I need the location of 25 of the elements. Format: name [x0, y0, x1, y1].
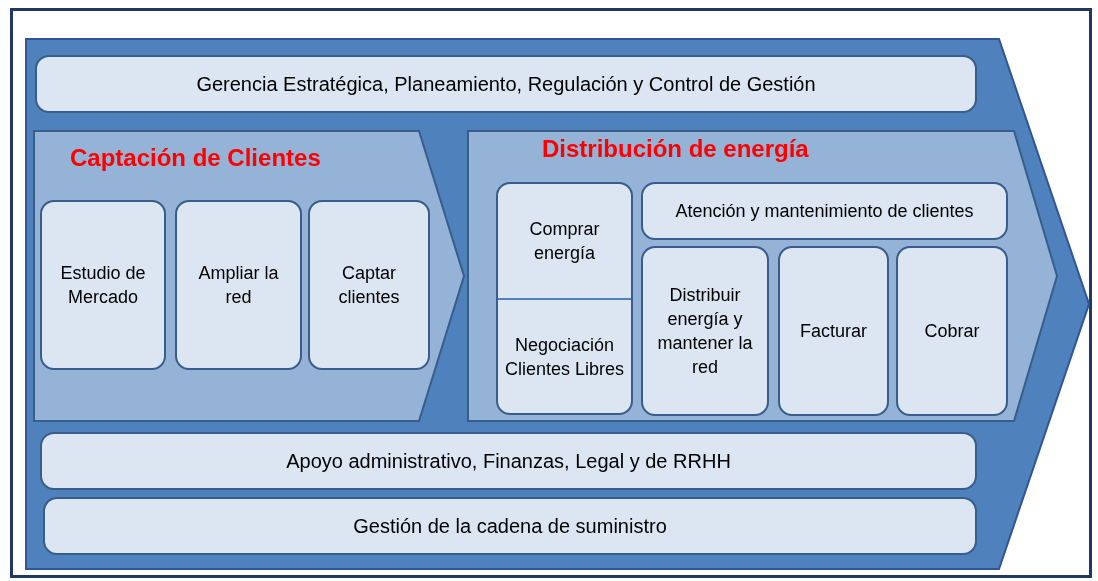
box-label: Captar clientes: [337, 262, 401, 309]
box-label: Gerencia Estratégica, Planeamiento, Regulación y Control de Gestión: [196, 72, 816, 96]
activity-band: [35, 55, 977, 113]
activity-box: [896, 246, 1008, 416]
box-label: Apoyo administrativo, Finanzas, Legal y de RRHH: [286, 449, 731, 473]
activity-box: [641, 182, 1008, 240]
box-label: Comprar energía: [528, 218, 601, 265]
activity-box: [308, 200, 430, 370]
box-label: Ampliar la red: [197, 262, 280, 309]
activity-box: [778, 246, 889, 416]
panel-title: Captación de Clientes: [70, 144, 321, 172]
box-label: Negociación Clientes Libres: [504, 333, 625, 381]
box-label: Estudio de Mercado: [59, 262, 147, 309]
box-label: Atención y mantenimiento de clientes: [675, 200, 974, 223]
box-label: Facturar: [800, 320, 867, 343]
activity-box: [496, 182, 633, 415]
box-label: Cobrar: [924, 320, 980, 343]
activity-box: [641, 246, 769, 416]
activity-box: [40, 200, 166, 370]
panel-title: Distribución de energía: [542, 135, 809, 163]
box-label: Gestión de la cadena de suministro: [353, 514, 667, 538]
activity-box: [175, 200, 302, 370]
activity-band: [43, 497, 977, 555]
box-label: Distribuir energía y mantener la red: [656, 284, 754, 379]
activity-band: [40, 432, 977, 490]
